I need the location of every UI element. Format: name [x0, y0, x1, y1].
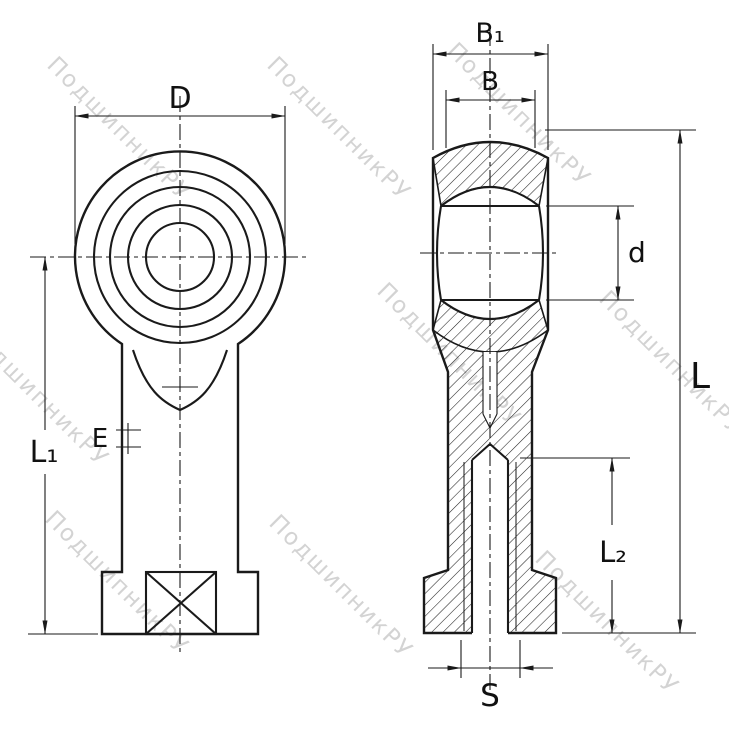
- front-view: E D L₁: [28, 81, 306, 656]
- dim-label-L1: L₁: [30, 435, 59, 470]
- section-body-outline: [422, 140, 558, 635]
- dimension-B1: B₁: [432, 18, 549, 150]
- bore-circle: [144, 221, 216, 293]
- drill-channel-outline: [482, 352, 498, 429]
- dimension-S: S: [428, 640, 553, 714]
- ball-top-arc: [440, 186, 540, 207]
- thread-note-symbol: [116, 423, 141, 454]
- ball-left-arc: [435, 205, 443, 301]
- dimension-d: d: [546, 205, 646, 301]
- rod-end-body-outline: [73, 150, 287, 636]
- dim-label-B: B: [481, 67, 499, 97]
- dimension-L: L: [545, 129, 710, 634]
- section-view: B₁ B d L: [420, 18, 710, 714]
- base-cross-line: [145, 571, 217, 635]
- shank-arch-contour: [132, 349, 228, 412]
- dim-label-d: d: [628, 236, 646, 269]
- ball-bore-circle: [126, 203, 234, 311]
- dim-label-L: L: [690, 356, 710, 397]
- dimension-D: D: [74, 81, 286, 244]
- note-label-e: E: [92, 424, 108, 454]
- threaded-hole-outline: [463, 443, 517, 633]
- dimension-B: B: [445, 67, 536, 148]
- outer-race-circle: [92, 169, 268, 345]
- dimension-L2: L₂: [520, 457, 630, 634]
- dim-label-B1: B₁: [475, 18, 504, 49]
- dimension-L1: L₁: [28, 256, 98, 635]
- dim-label-S: S: [480, 678, 500, 714]
- dim-label-D: D: [168, 81, 191, 116]
- race-circle: [108, 185, 252, 329]
- dim-label-L2: L₂: [599, 535, 627, 569]
- base-thread-box: [144, 570, 218, 636]
